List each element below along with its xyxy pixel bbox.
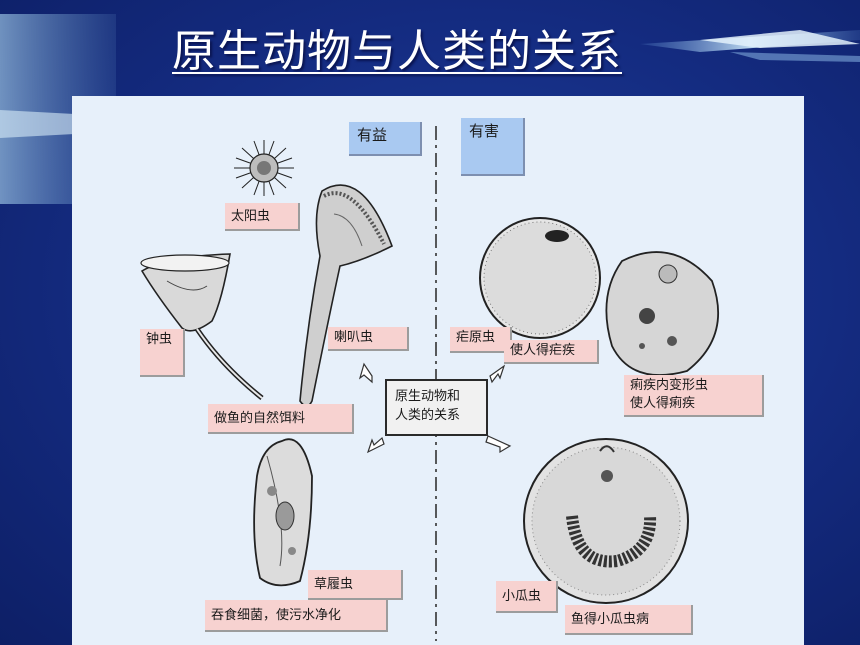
right-beam-decoration-2: [700, 30, 860, 48]
center-line2: 人类的关系: [395, 408, 461, 423]
label-ich-disease: 鱼得小瓜虫病: [565, 605, 693, 635]
label-fish-food: 做鱼的自然饵料: [208, 404, 354, 434]
arrow-upper-right: [489, 364, 506, 384]
heliozoa-illustration: [234, 140, 294, 196]
label-entamoeba-line1: 痢疾内变形虫: [630, 378, 709, 393]
label-plasmodium: 疟原虫: [450, 327, 512, 353]
label-paramecium-use: 吞食细菌，使污水净化: [205, 600, 388, 632]
center-line1: 原生动物和: [395, 389, 461, 404]
label-entamoeba-line2: 使人得痢疾: [630, 396, 696, 411]
right-beam-decoration-3: [730, 52, 860, 62]
plasmodium-illustration: [479, 217, 601, 339]
header-beneficial: 有益: [349, 122, 422, 156]
stentor-illustration: [299, 184, 394, 407]
diagram-panel: 有益 有害 太阳虫 钟虫 喇叭虫 做鱼的自然饵料 草履虫 吞食细菌，使污水净化 …: [72, 96, 804, 645]
arrow-lower-left: [366, 436, 385, 454]
arrow-lower-right: [485, 435, 512, 454]
label-stentor: 喇叭虫: [328, 327, 409, 351]
header-harmful: 有害: [461, 118, 525, 176]
label-malaria: 使人得疟疾: [504, 340, 599, 364]
center-concept-box: 原生动物和 人类的关系: [385, 379, 488, 436]
paramecium-illustration: [253, 438, 313, 587]
entamoeba-illustration: [605, 251, 719, 376]
relation-arrows: [358, 362, 512, 454]
label-heliozoa: 太阳虫: [225, 203, 300, 231]
label-vorticella: 钟虫: [140, 329, 185, 377]
slide-title: 原生动物与人类的关系: [172, 26, 622, 77]
arrow-upper-left: [358, 362, 373, 384]
label-ichthyophthirius: 小瓜虫: [496, 581, 558, 613]
label-entamoeba: 痢疾内变形虫 使人得痢疾: [624, 375, 764, 417]
vorticella-illustration: [140, 253, 264, 400]
ichthyophthirius-illustration: [523, 438, 689, 604]
label-paramecium: 草履虫: [308, 570, 403, 600]
organism-illustrations: [140, 126, 719, 641]
